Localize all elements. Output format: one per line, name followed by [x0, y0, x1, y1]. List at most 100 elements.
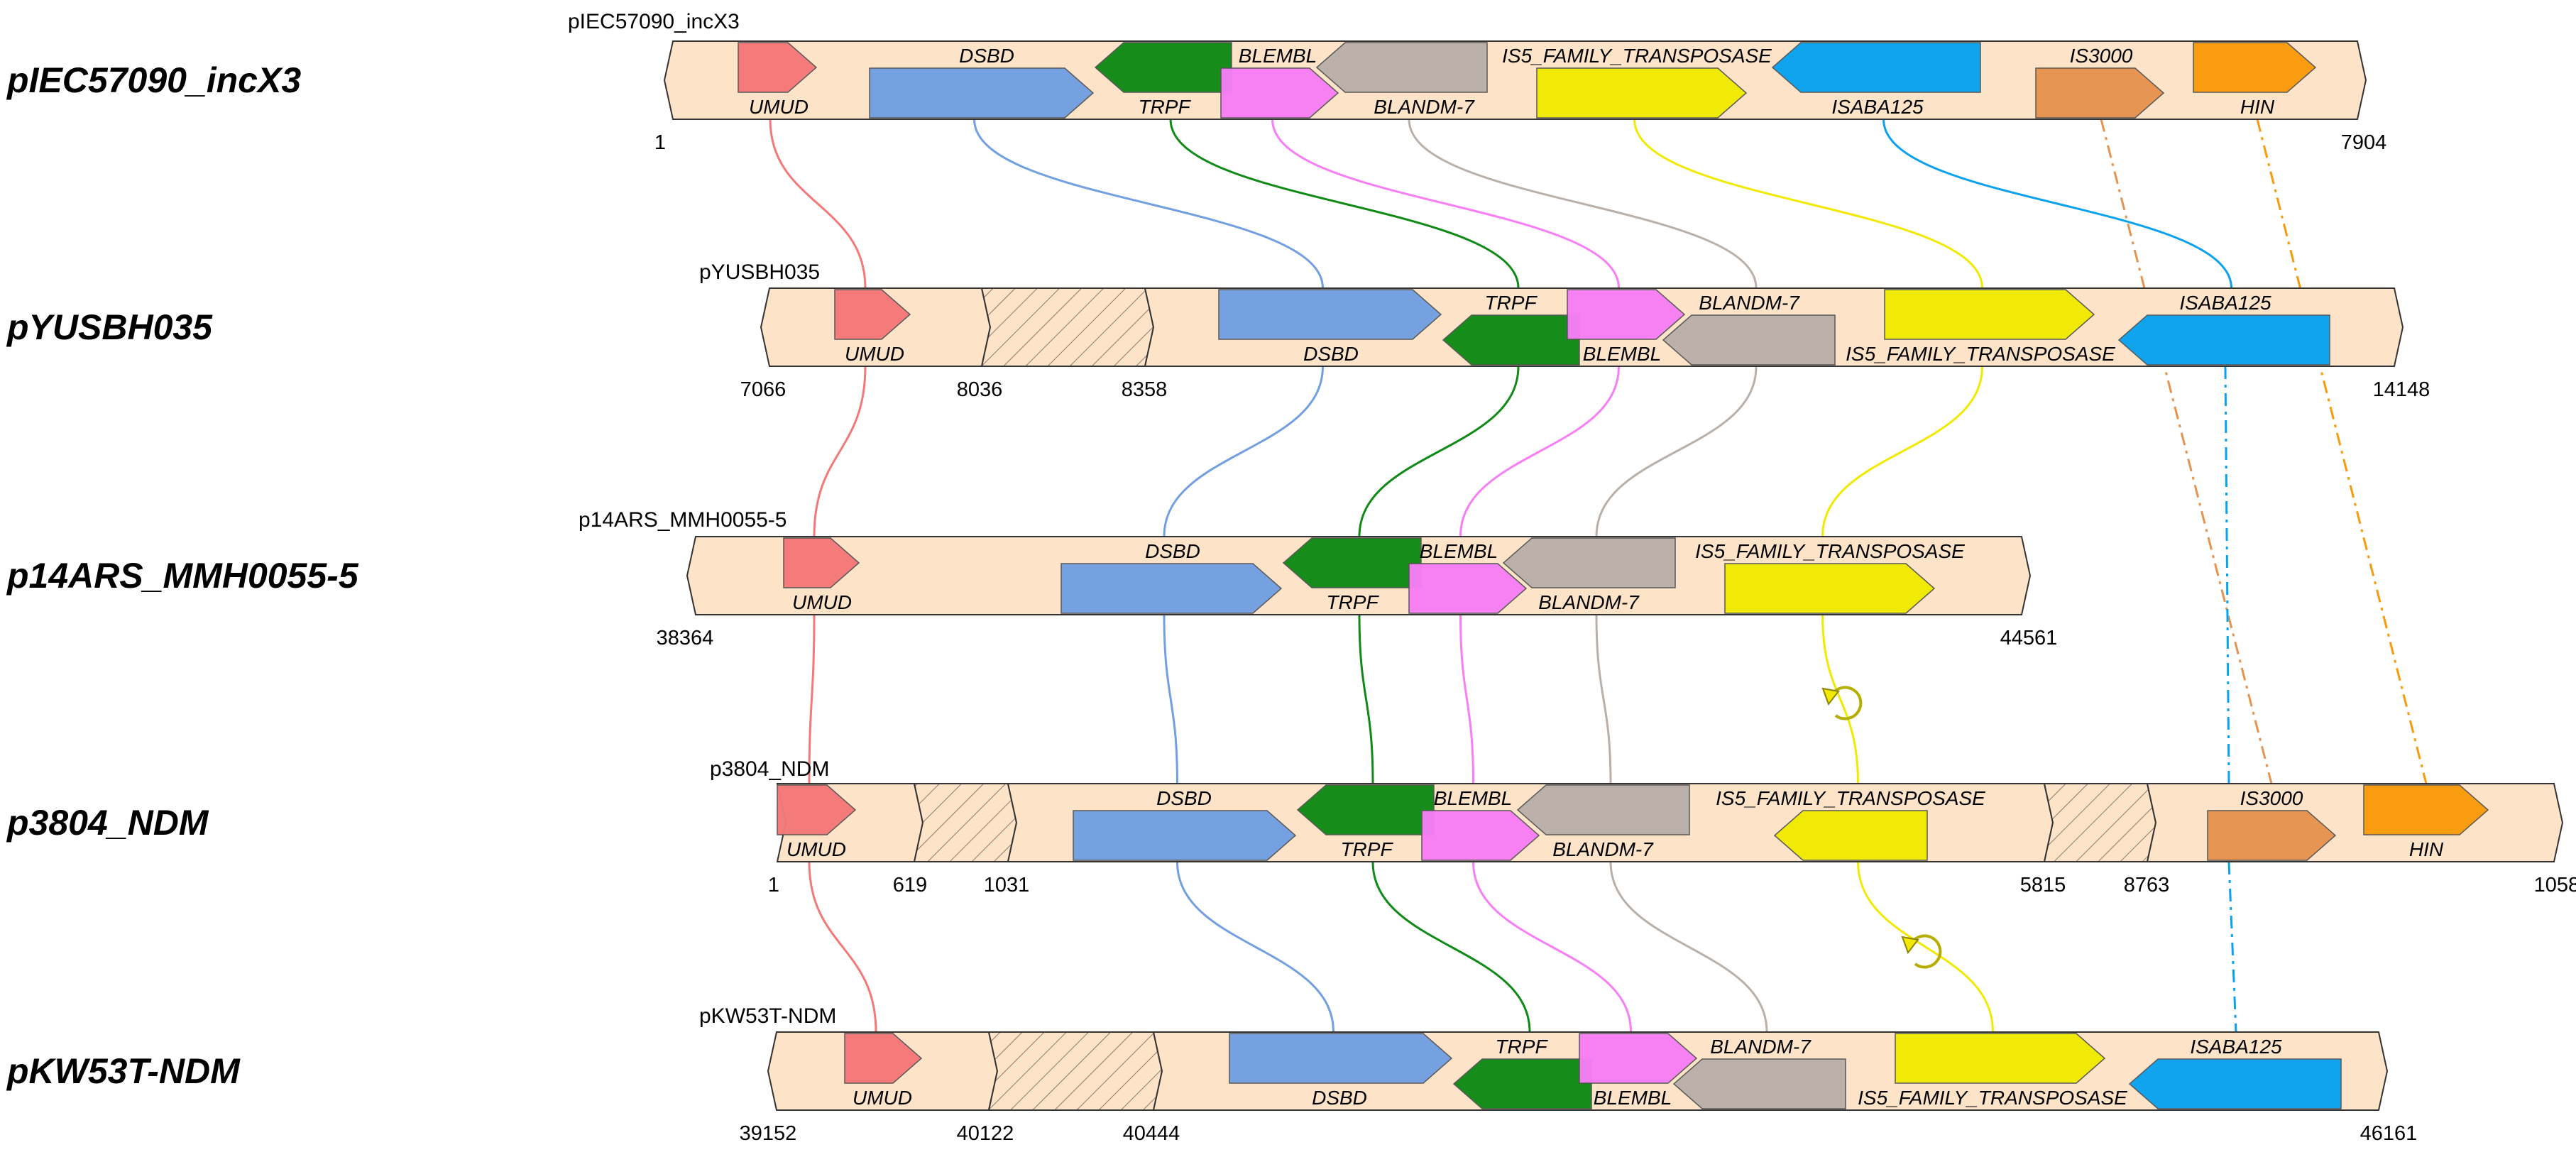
- link-dsbd: [1163, 614, 1178, 784]
- coordinate-label: 39152: [740, 1122, 797, 1145]
- gene-dsbd: [1229, 1033, 1453, 1084]
- plasmid-name: p3804_NDM: [710, 757, 829, 781]
- link-blembl: [1459, 614, 1474, 784]
- link-is5-family-transposase: [1821, 614, 1859, 784]
- row-title: pIEC57090_incX3: [6, 60, 301, 100]
- gene-label-isaba125: ISABA125: [2179, 292, 2271, 314]
- link-dashed-isaba125: [2224, 366, 2230, 784]
- gene-umud: [783, 537, 860, 588]
- gene-umud: [777, 784, 857, 835]
- link-dashed-isaba125: [2227, 861, 2237, 1033]
- coordinate-label: 46161: [2360, 1122, 2418, 1145]
- gene-label-is5-family-transposase: IS5_FAMILY_TRANSPOSASE: [1695, 540, 1965, 562]
- gene-label-trpf: TRPF: [1326, 591, 1379, 613]
- gene-label-is3000: IS3000: [2070, 45, 2133, 67]
- link-dashed-hin: [2256, 119, 2428, 784]
- link-blembl: [1271, 119, 1620, 289]
- gene-umud: [844, 1033, 923, 1084]
- coordinate-label: 8763: [2124, 874, 2170, 896]
- link-trpf: [1371, 861, 1531, 1033]
- link-dsbd: [973, 119, 1324, 289]
- gene-label-trpf: TRPF: [1484, 292, 1538, 314]
- link-is5-family-transposase: [1633, 119, 1983, 289]
- gene-trpf: [1452, 1058, 1592, 1109]
- inversion-arrow-icon: [1901, 934, 1942, 969]
- coordinate-label: 8358: [1122, 378, 1168, 401]
- link-blandm-7: [1408, 119, 1758, 289]
- gene-hin: [2363, 784, 2489, 835]
- gene-isaba125: [1771, 42, 1981, 93]
- gene-blandm-7: [1315, 42, 1488, 93]
- plasmid-name: pKW53T-NDM: [699, 1004, 836, 1028]
- gene-blembl: [1408, 563, 1528, 614]
- link-isaba125: [1882, 119, 2232, 289]
- gene-is5-family-transposase: [1884, 289, 2095, 340]
- coordinate-label: 5815: [2020, 874, 2066, 896]
- gene-dsbd: [1060, 563, 1283, 614]
- gene-label-dsbd: DSBD: [1145, 540, 1200, 562]
- link-trpf: [1358, 366, 1520, 537]
- gene-is3000: [2035, 67, 2165, 119]
- gene-is5-family-transposase: [1773, 810, 1928, 861]
- gene-dsbd: [1073, 810, 1297, 861]
- coordinate-label: 1031: [984, 874, 1030, 896]
- coordinate-label: 40122: [957, 1122, 1014, 1145]
- backbone-gap-hatched: [987, 1031, 1163, 1111]
- gene-dsbd: [1218, 289, 1442, 340]
- gene-blembl: [1579, 1033, 1698, 1084]
- link-trpf: [1169, 119, 1520, 289]
- link-blandm-7: [1609, 861, 1768, 1033]
- link-dsbd: [1163, 366, 1324, 537]
- gene-label-trpf: TRPF: [1495, 1036, 1548, 1058]
- gene-blandm-7: [1662, 314, 1836, 366]
- row-title: p3804_NDM: [6, 803, 209, 843]
- gene-label-isaba125: ISABA125: [2190, 1036, 2282, 1058]
- gene-dsbd: [869, 67, 1095, 119]
- backbone-gap-hatched: [2043, 783, 2157, 862]
- gene-is5-family-transposase: [1724, 563, 1936, 614]
- gene-label-umud: UMUD: [792, 591, 852, 613]
- coordinate-label: 7066: [740, 378, 786, 401]
- gene-label-isaba125: ISABA125: [1831, 96, 1924, 118]
- plasmid-name: pIEC57090_incX3: [568, 10, 740, 33]
- gene-label-blandm-7: BLANDM-7: [1538, 591, 1640, 613]
- gene-label-blembl: BLEMBL: [1434, 787, 1513, 809]
- gene-label-blembl: BLEMBL: [1420, 540, 1498, 562]
- link-umud: [769, 119, 867, 289]
- inversion-arrow-icon: [1821, 686, 1863, 720]
- coordinate-label: 38364: [657, 627, 714, 649]
- gene-umud: [834, 289, 911, 340]
- link-blembl: [1459, 366, 1620, 537]
- row-title: p14ARS_MMH0055-5: [6, 556, 359, 596]
- gene-is5-family-transposase: [1536, 67, 1748, 119]
- gene-label-dsbd: DSBD: [1156, 787, 1212, 809]
- gene-label-blembl: BLEMBL: [1239, 45, 1317, 67]
- track-piec57090-incx3: pIEC57090_incX3 pIEC57090_incX3 1 7904 UMUD D…: [6, 10, 2386, 154]
- link-dashed-is3000: [2100, 119, 2273, 784]
- coordinate-label: 7904: [2341, 131, 2387, 154]
- gene-trpf: [1442, 314, 1580, 366]
- gene-is3000: [2207, 810, 2337, 861]
- gene-label-blembl: BLEMBL: [1594, 1087, 1672, 1109]
- gene-label-dsbd: DSBD: [959, 45, 1014, 67]
- coordinate-label: 40444: [1123, 1122, 1180, 1145]
- coordinate-label: 44561: [2000, 627, 2058, 649]
- gene-label-umud: UMUD: [749, 96, 809, 118]
- coordinate-label: 1: [654, 131, 666, 154]
- gene-label-dsbd: DSBD: [1312, 1087, 1367, 1109]
- gene-label-blandm-7: BLANDM-7: [1699, 292, 1800, 314]
- coordinate-label: 10583: [2534, 874, 2576, 896]
- gene-isaba125: [2117, 314, 2330, 366]
- coordinate-label: 619: [893, 874, 927, 896]
- gene-label-umud: UMUD: [786, 838, 846, 860]
- link-blandm-7: [1595, 614, 1612, 784]
- link-dsbd: [1176, 861, 1334, 1033]
- link-blembl: [1472, 861, 1632, 1033]
- gene-is5-family-transposase: [1895, 1033, 2106, 1084]
- link-umud: [808, 614, 816, 784]
- row-title: pYUSBH035: [6, 307, 213, 347]
